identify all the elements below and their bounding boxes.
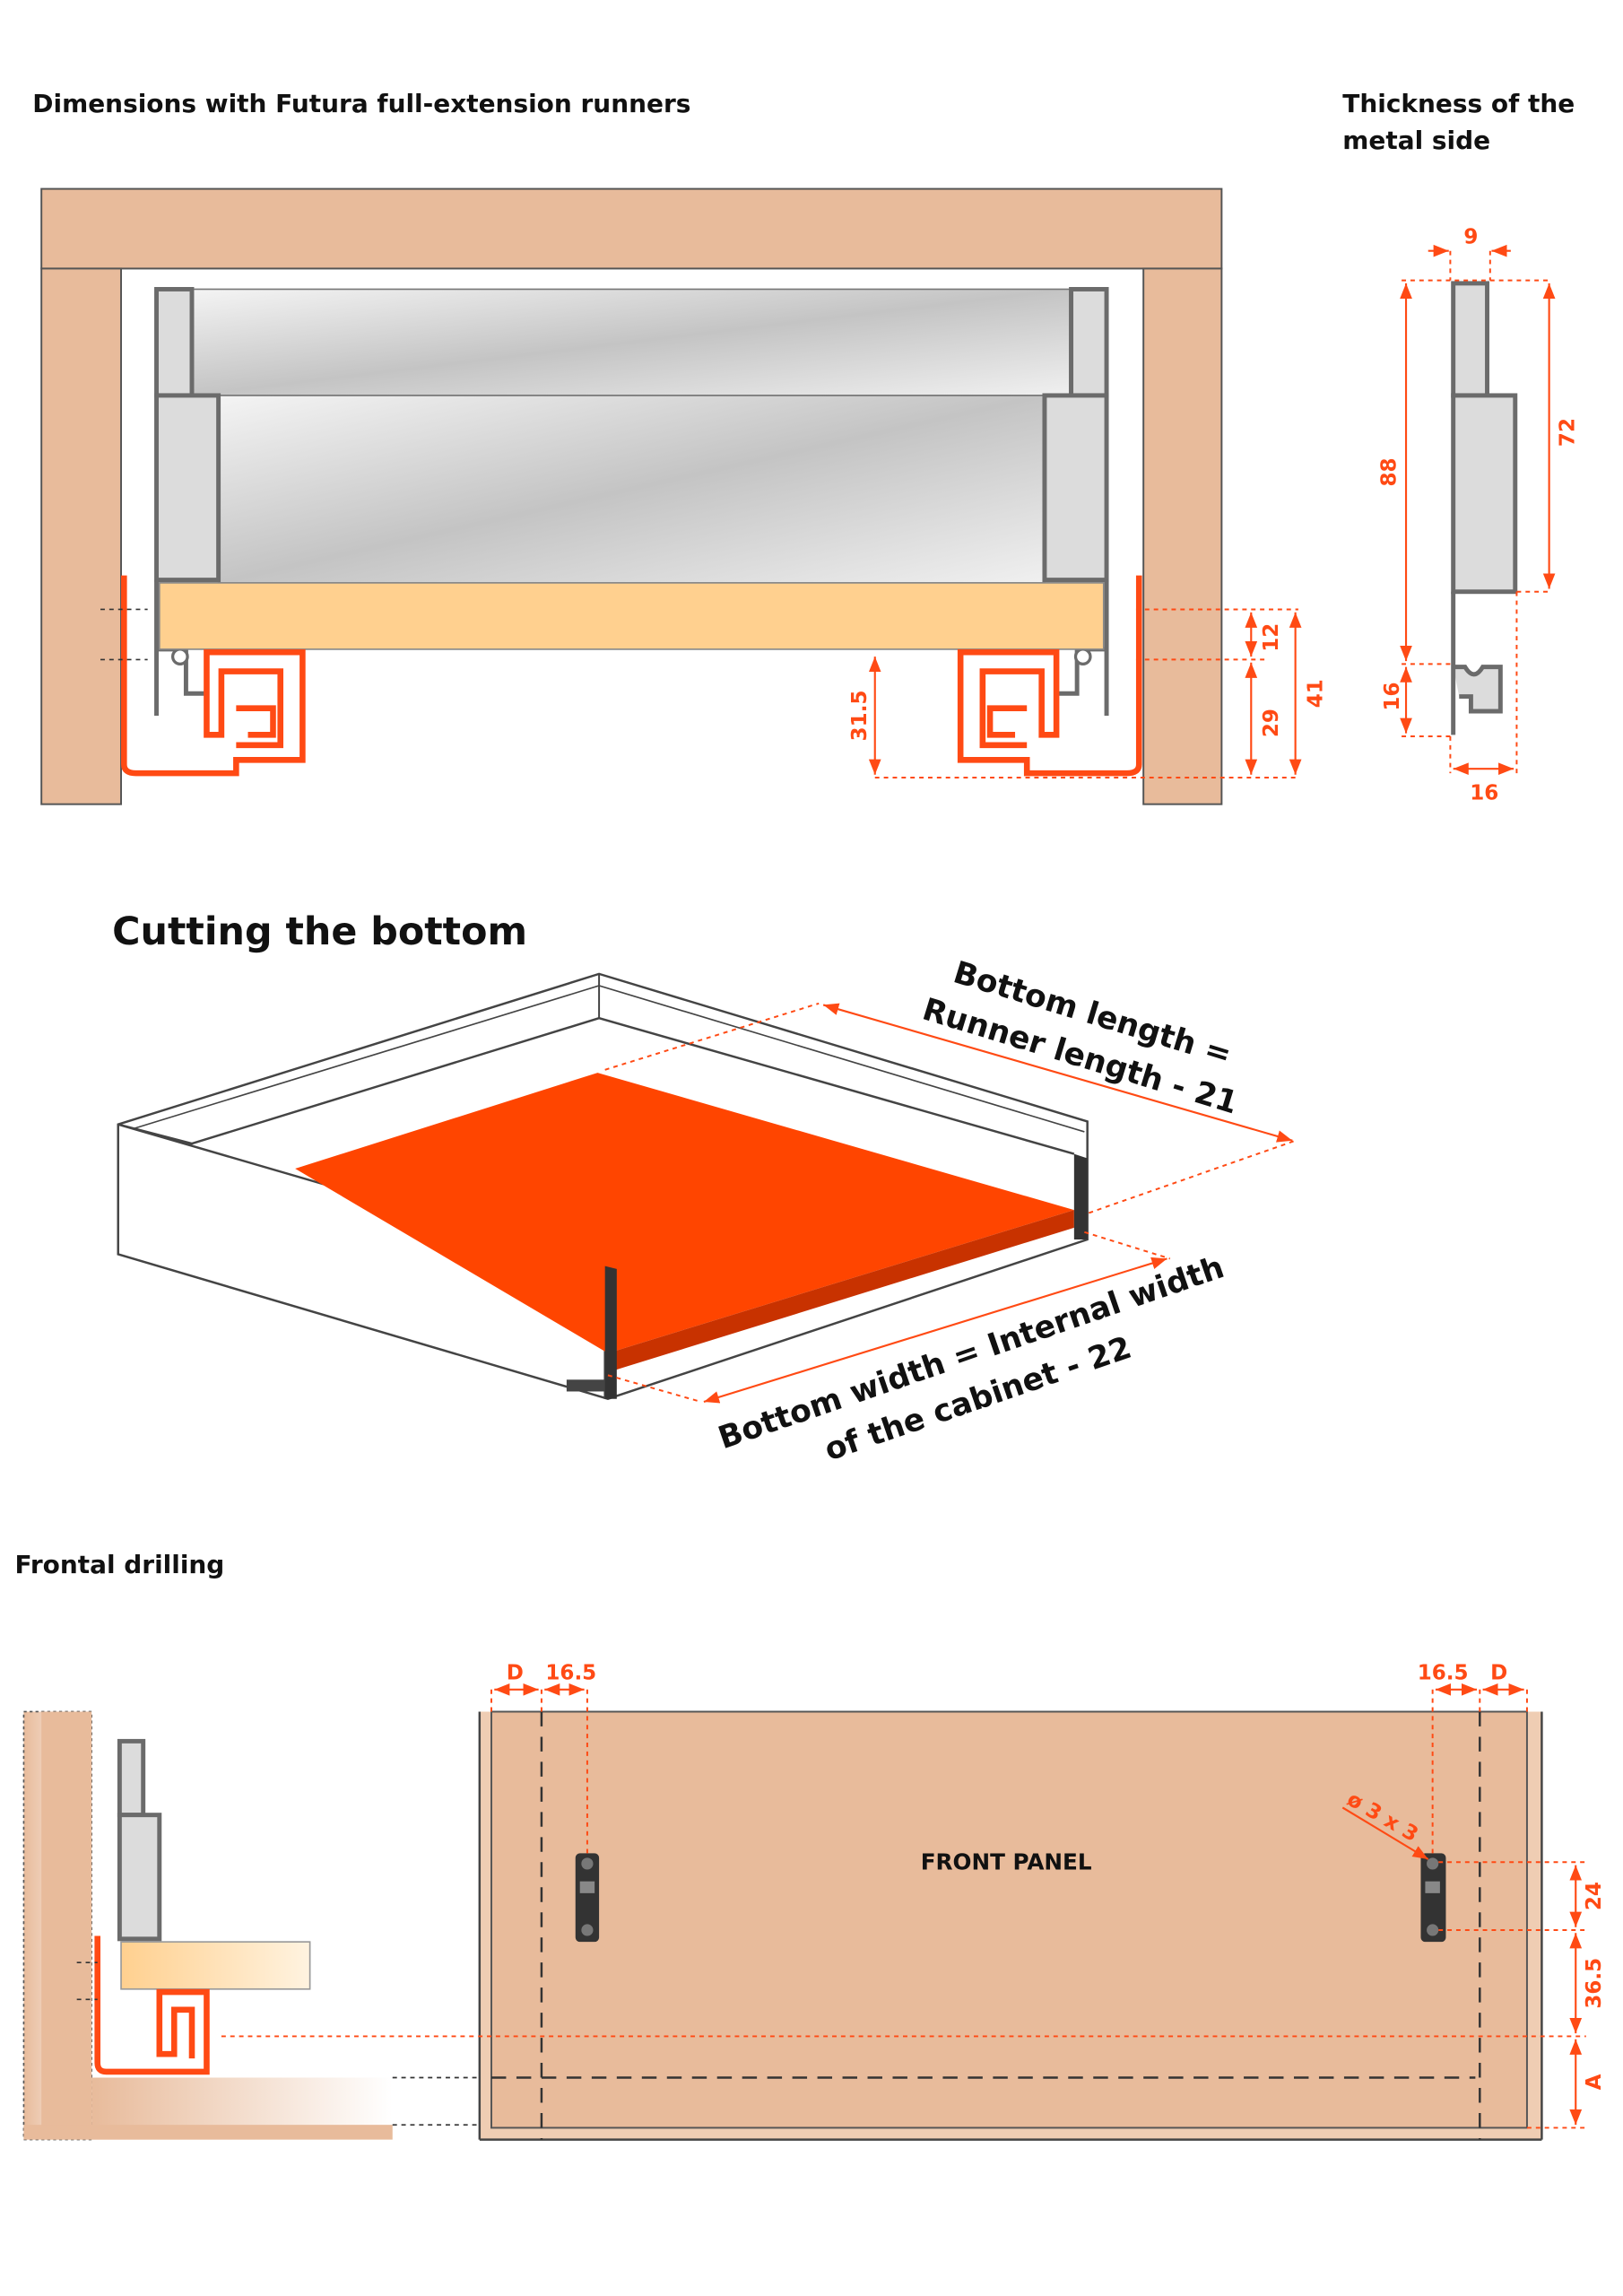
dim-41: 41 bbox=[1304, 679, 1327, 708]
dim-16-horizontal: 16 bbox=[1470, 782, 1498, 805]
side-section-view bbox=[22, 1710, 491, 2141]
front-panel-label: FRONT PANEL bbox=[921, 1849, 1092, 1875]
metal-side-profile bbox=[1451, 281, 1518, 735]
dim-16-5-left: 16.5 bbox=[545, 1661, 596, 1684]
left-front-bracket bbox=[575, 1853, 600, 1943]
dim-88: 88 bbox=[1378, 457, 1402, 486]
dim-36-5: 36.5 bbox=[1583, 1958, 1606, 2009]
right-front-bracket bbox=[1420, 1853, 1446, 1943]
dim-d-left: D bbox=[507, 1661, 524, 1684]
metal-side-thickness-section: Thickness of the metal side 9 72 88 16 1… bbox=[1342, 89, 1579, 805]
right-runner bbox=[957, 575, 1142, 777]
cabinet-left-side bbox=[40, 267, 123, 805]
section-title-cutting: Cutting the bottom bbox=[112, 909, 527, 954]
dim-31-5: 31.5 bbox=[848, 691, 872, 742]
dim-24: 24 bbox=[1583, 1882, 1606, 1910]
dim-72: 72 bbox=[1557, 418, 1580, 447]
thickness-title-line2: metal side bbox=[1342, 126, 1490, 155]
cabinet-top bbox=[40, 187, 1223, 270]
dim-a: A bbox=[1583, 2074, 1606, 2090]
left-runner bbox=[121, 575, 306, 777]
drawer-isometric bbox=[117, 972, 1089, 1400]
drawer-back-upper bbox=[191, 288, 1071, 396]
frontal-drilling-section: Frontal drilling FRONT PANEL bbox=[15, 1550, 1606, 2141]
dim-16-vertical: 16 bbox=[1381, 683, 1404, 711]
dim-16-5-right: 16.5 bbox=[1418, 1661, 1469, 1684]
drawer-back-lower bbox=[217, 395, 1046, 584]
left-metal-side bbox=[154, 287, 221, 716]
cutting-bottom-section: Cutting the bottom Bottom length = Runne… bbox=[112, 909, 1296, 1468]
drawer-bottom-board bbox=[158, 582, 1105, 650]
cabinet-right-side bbox=[1142, 267, 1223, 805]
thickness-title-line1: Thickness of the bbox=[1342, 89, 1575, 118]
runner-dimensions-section: Dimensions with Futura full-extension ru… bbox=[32, 89, 1327, 805]
front-panel: FRONT PANEL bbox=[478, 1710, 1543, 2141]
dim-12: 12 bbox=[1260, 623, 1283, 652]
dim-d-right: D bbox=[1490, 1661, 1507, 1684]
section-title-frontal-drilling: Frontal drilling bbox=[15, 1550, 225, 1579]
dim-29: 29 bbox=[1260, 709, 1283, 737]
section-title-dimensions: Dimensions with Futura full-extension ru… bbox=[32, 89, 690, 118]
bottom-panel-highlight bbox=[295, 1073, 1074, 1353]
right-metal-side bbox=[1042, 287, 1109, 716]
dim-9: 9 bbox=[1463, 225, 1478, 248]
